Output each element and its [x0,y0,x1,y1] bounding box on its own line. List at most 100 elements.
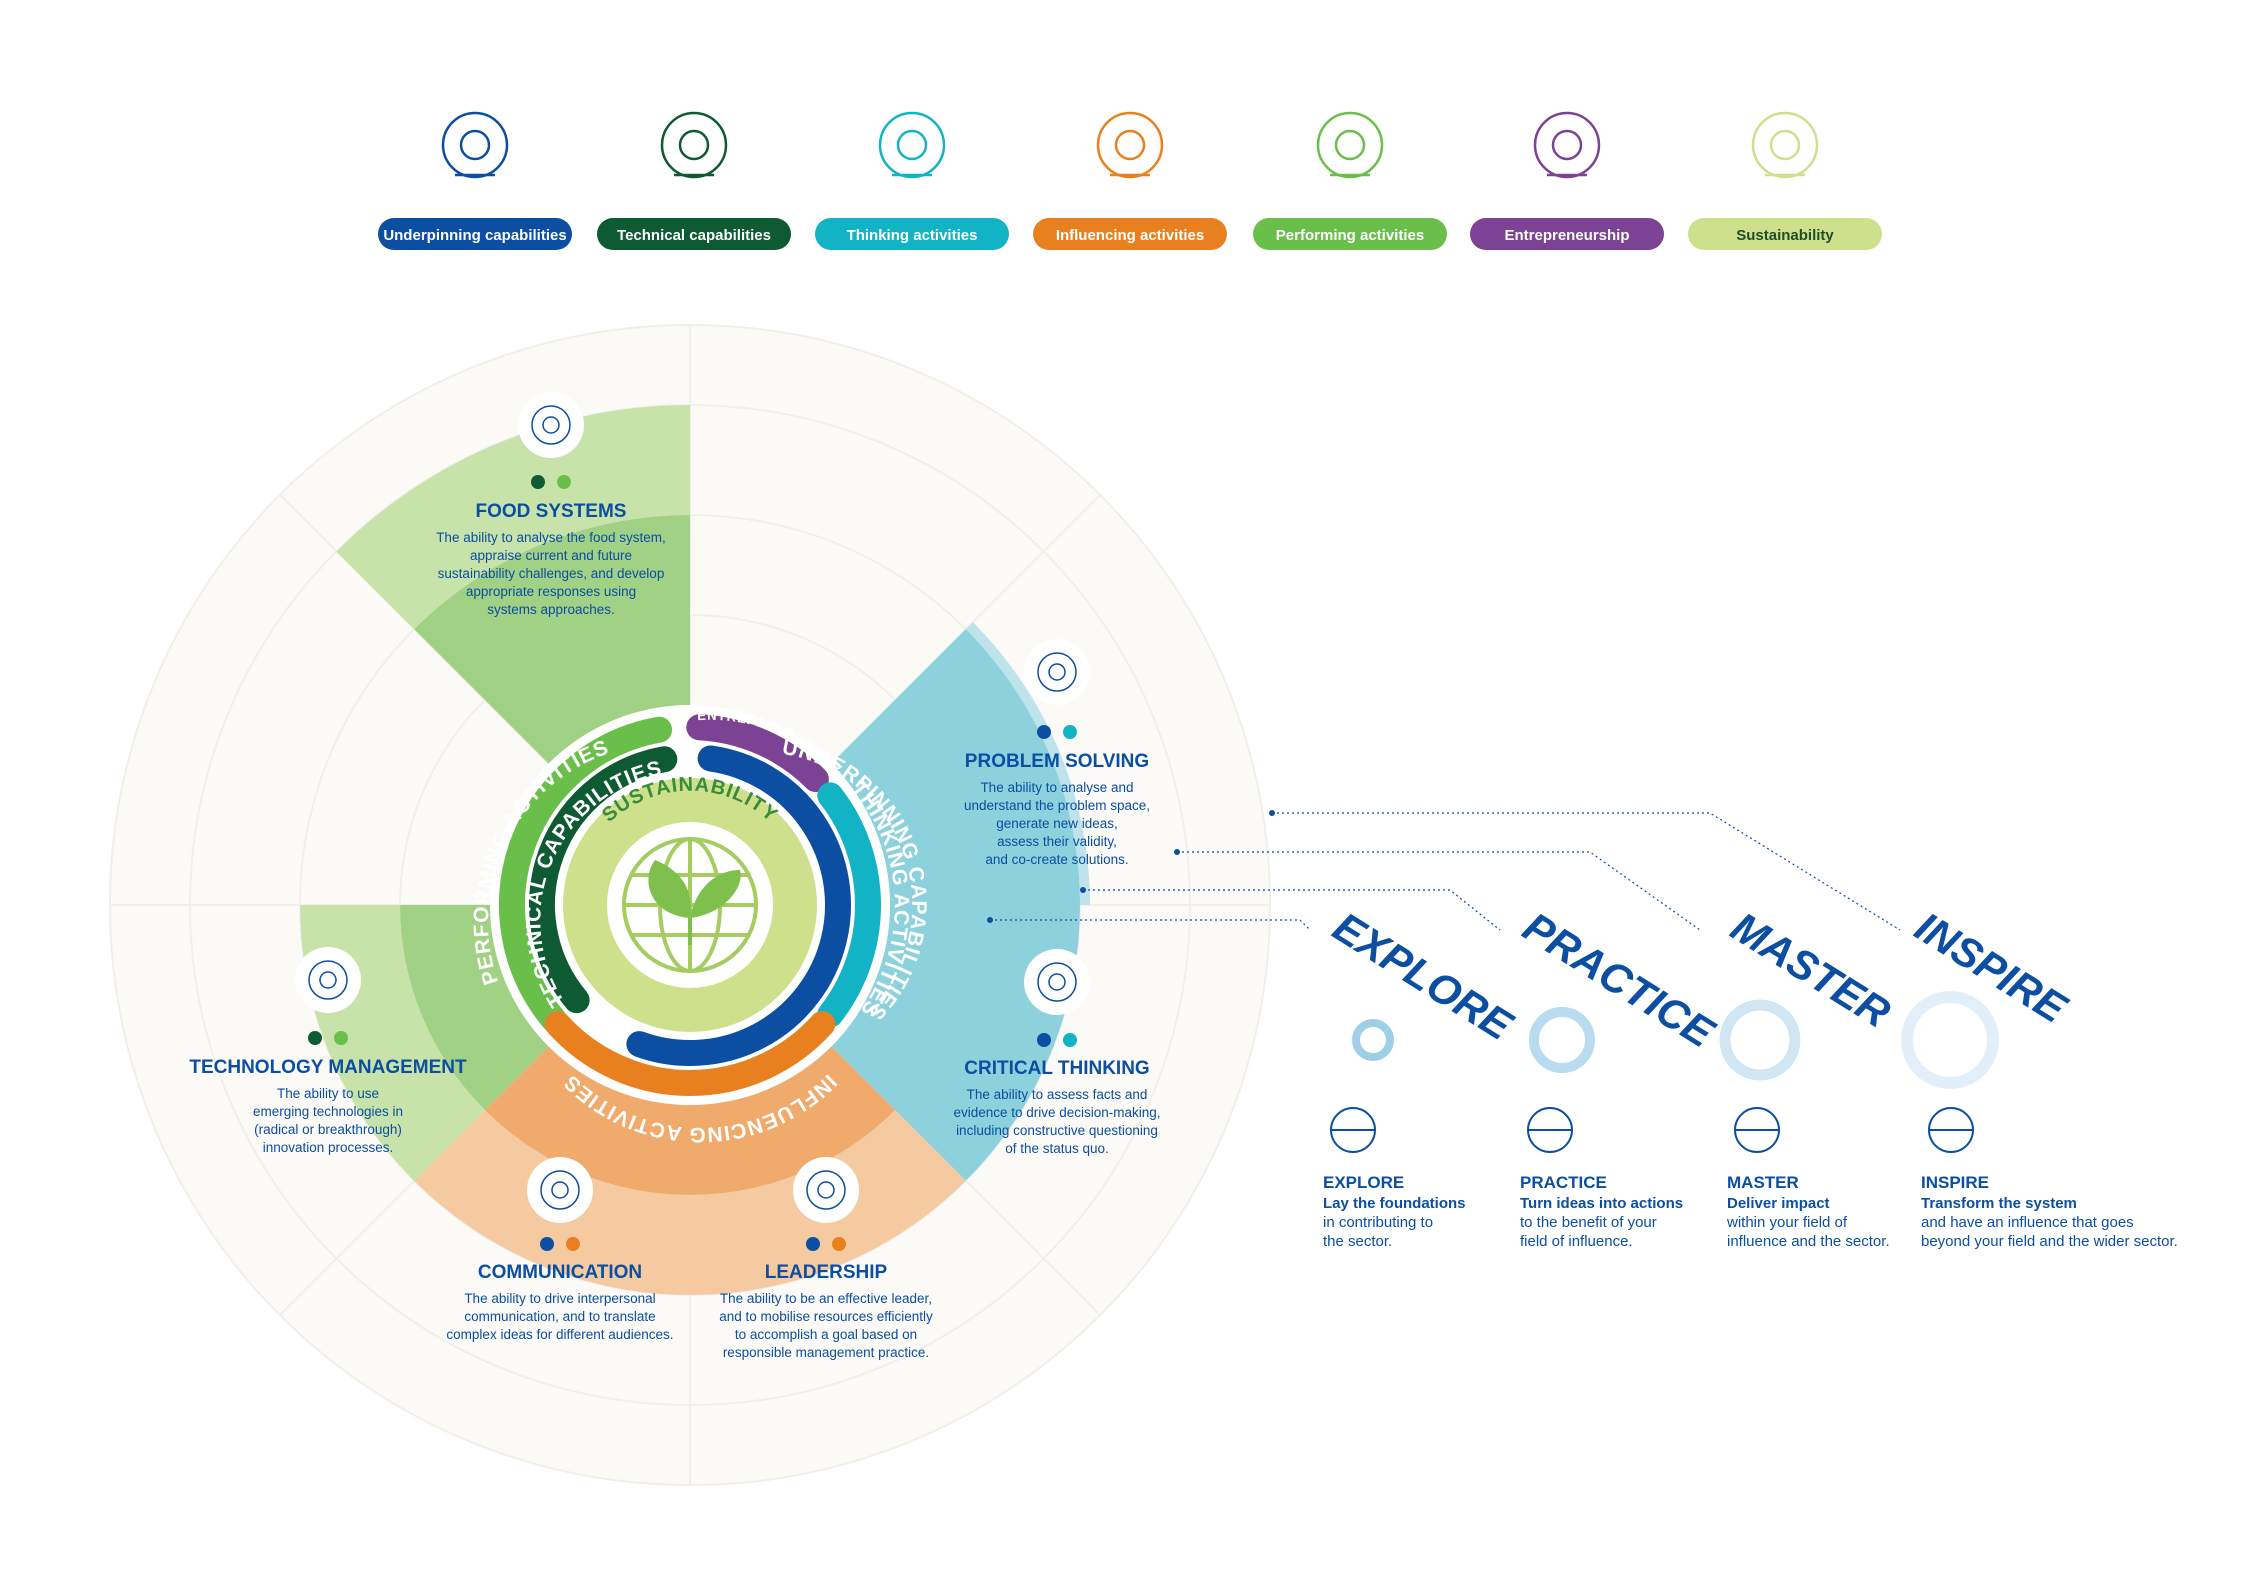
competency-desc-line: The ability to analyse the food system, [436,530,666,545]
level-desc-line: influence and the sector. [1727,1233,1890,1250]
level-subtitle: Deliver impact [1727,1195,1830,1212]
competency-problem: PROBLEM SOLVING The ability to analyse an… [964,639,1150,867]
speech-bubbles-icon [540,1170,580,1210]
level-subtitle: Lay the foundations [1323,1195,1466,1212]
lightbulb-icon [1037,652,1077,692]
competency-desc-line: generate new ideas, [996,816,1118,831]
level-desc-line: to the benefit of your [1520,1214,1657,1231]
level-title: MASTER [1727,1173,1799,1192]
category-dot [540,1237,554,1251]
level-desc-line: within your field of [1726,1214,1848,1231]
brain-cycle-icon [1037,962,1077,1002]
competency-desc-line: responsible management practice. [723,1345,929,1360]
competency-desc-line: to accomplish a goal based on [735,1327,917,1342]
legend-item-2: Thinking activities [815,111,1009,250]
legend-label: Underpinning capabilities [383,227,566,244]
level-connectors [990,812,1901,931]
lead-sector-inner [690,1046,896,1195]
hand-brain-icon [441,111,509,179]
legend-item-0: Underpinning capabilities [378,111,572,250]
legend-label: Technical capabilities [617,227,771,244]
level-title: PRACTICE [1520,1173,1607,1192]
chip-gear-icon [308,960,348,1000]
competency-desc-line: The ability to use [277,1086,379,1101]
level-practice: PRACTICE PRACTICE Turn ideas into actions t… [1515,903,1724,1250]
icon-badge [793,1157,859,1223]
competency-desc-line: of the status quo. [1005,1141,1109,1156]
comm-sector-inner [484,1046,690,1195]
level-desc-line: and have an influence that goes [1921,1214,2134,1231]
competency-title: COMMUNICATION [478,1262,642,1283]
level-desc-line: beyond your field and the wider sector. [1921,1233,2178,1250]
level-heading: MASTER [1723,903,1899,1037]
legend-label: Thinking activities [847,227,978,244]
influencing-ring [544,1011,836,1096]
competency-desc-line: complex ideas for different audiences. [446,1327,673,1342]
level-heading: INSPIRE [1907,903,2076,1033]
category-dot [557,475,571,489]
competency-desc-line: appropriate responses using [466,584,636,599]
competency-desc-line: (radical or breakthrough) [254,1122,402,1137]
level-desc-line: in contributing to [1323,1214,1433,1231]
icon-badge [518,392,584,458]
level-subtitle: Turn ideas into actions [1520,1195,1683,1212]
legend-item-3: Influencing activities [1033,111,1227,250]
competency-desc-line: sustainability challenges, and develop [438,566,665,581]
icon-badge [1024,639,1090,705]
hand-plant-icon [1533,111,1601,179]
competency-title: PROBLEM SOLVING [965,751,1149,772]
competency-desc-line: appraise current and future [470,548,632,563]
level-heading: EXPLORE [1325,903,1522,1050]
food-sector-inner [414,515,690,764]
entrepreneurship-ring [686,714,829,793]
competency-desc-line: The ability to analyse and [980,780,1133,795]
competency-desc-line: assess their validity, [997,834,1117,849]
level-ring [1529,1007,1595,1073]
icon-badge [1024,949,1090,1015]
legend-label: Sustainability [1736,227,1834,244]
category-dot [1063,725,1077,739]
competency-desc-line: evidence to drive decision-making, [953,1105,1160,1120]
category-dot [334,1031,348,1045]
legend-pill [1253,218,1447,250]
food-sector-outer [336,405,690,630]
level-title: INSPIRE [1921,1173,1989,1192]
legend-item-1: Technical capabilities [597,111,791,250]
technical-ring [529,746,678,1014]
competency-desc-line: systems approaches. [487,602,615,617]
competency-title: TECHNOLOGY MANAGEMENT [189,1057,467,1078]
capability-rings [499,714,881,1096]
level-ring [1352,1019,1394,1061]
competency-desc-line: understand the problem space, [964,798,1150,813]
globe-leaf-icon [1751,111,1819,179]
connector-dots [987,810,1275,923]
critical-sector-inner [831,905,1080,1181]
leaf-icon [648,860,741,945]
handshake-icon [1734,1107,1780,1153]
legend-label: Entrepreneurship [1504,227,1629,244]
level-desc-line: the sector. [1323,1233,1392,1250]
competency-desc-line: and co-create solutions. [985,852,1128,867]
level-desc-line: field of influence. [1520,1233,1633,1250]
level-heading: PRACTICE [1515,903,1724,1058]
level-master: MASTER MASTER Deliver impact within your fi… [1719,903,1899,1250]
team-grid-icon [806,1170,846,1210]
performing-ring [499,716,673,1033]
legend-label: Performing activities [1276,227,1424,244]
competency-desc-line: The ability to assess facts and [967,1087,1148,1102]
thinking-ring [817,782,881,1028]
competency-desc-line: and to mobilise resources efficiently [719,1309,933,1324]
competency-tech: TECHNOLOGY MANAGEMENT The ability to use e… [189,947,467,1155]
competency-desc-line: emerging technologies in [253,1104,403,1119]
legend-label: Influencing activities [1056,227,1204,244]
competency-title: CRITICAL THINKING [964,1058,1149,1079]
category-dot [1037,1033,1051,1047]
